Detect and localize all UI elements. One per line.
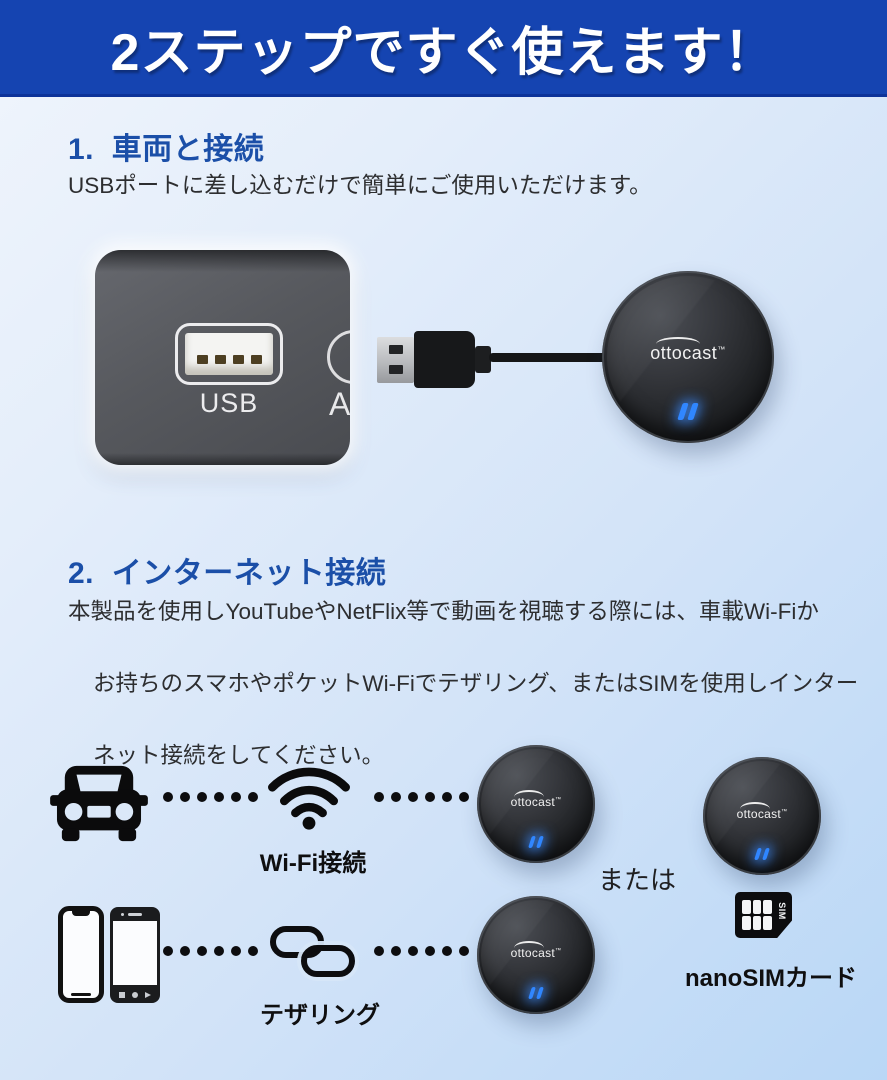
- led-indicator: [477, 986, 595, 999]
- dot: [163, 792, 173, 802]
- usb-plug-neck: [475, 346, 491, 373]
- dot: [459, 792, 469, 802]
- step1-heading: 1. 車両と接続: [68, 133, 265, 166]
- usb-port-label: USB: [199, 388, 259, 418]
- dot: [374, 946, 384, 956]
- dot: [248, 946, 258, 956]
- dot: [408, 946, 418, 956]
- logo-arc: [740, 801, 770, 809]
- phone-nav-button: [119, 992, 125, 998]
- aux-circle-outline: [327, 330, 350, 384]
- phone-homebar: [71, 993, 91, 996]
- logo-arc: [656, 337, 700, 344]
- dot: [231, 792, 241, 802]
- phone-notch: [72, 910, 90, 916]
- dot: [425, 792, 435, 802]
- car-icon: [50, 765, 148, 842]
- android-phone-icon: [110, 907, 160, 1003]
- ottocast-logo: ottocast™: [602, 337, 774, 364]
- dot: [197, 946, 207, 956]
- dotted-connector: [374, 792, 469, 802]
- phone-speaker: [128, 913, 142, 916]
- dot: [231, 946, 241, 956]
- logo-arc: [514, 789, 544, 797]
- phone-camera: [121, 913, 124, 916]
- sim-contact-pads: [742, 900, 772, 930]
- phone-screen: [113, 921, 157, 985]
- ottocast-device: ottocast™: [477, 745, 595, 863]
- dot: [391, 946, 401, 956]
- dot: [442, 792, 452, 802]
- iphone-icon: [58, 906, 104, 1003]
- usb-plug-hole: [389, 345, 403, 354]
- dot: [442, 946, 452, 956]
- dot: [214, 792, 224, 802]
- usb-pin: [197, 355, 208, 364]
- sim-chip-text: SIM: [777, 902, 788, 920]
- ottocast-device: ottocast™: [602, 271, 774, 443]
- chain-link: [301, 945, 355, 977]
- nanosim-label: nanoSIMカード: [685, 965, 857, 992]
- banner-title: 2ステップですぐ使えます！: [110, 23, 777, 82]
- dot: [197, 792, 207, 802]
- usb-plug-icon: [377, 337, 414, 383]
- led-indicator: [602, 403, 774, 421]
- phone-nav-button: [145, 992, 151, 998]
- sim-card-icon: SIM: [735, 892, 792, 938]
- tethering-label: テザリング: [260, 1002, 380, 1029]
- dot: [408, 792, 418, 802]
- dot: [459, 946, 469, 956]
- dot: [163, 946, 173, 956]
- tethering-link-icon: [270, 926, 356, 978]
- dot: [180, 946, 190, 956]
- usb-port-connector: [185, 333, 273, 375]
- step1-description: USBポートに差し込むだけで簡単にご使用いただけます。: [68, 173, 652, 198]
- dot: [180, 792, 190, 802]
- dot: [374, 792, 384, 802]
- usb-pin: [251, 355, 262, 364]
- ottocast-logo: ottocast™: [703, 801, 821, 821]
- dotted-connector: [163, 792, 258, 802]
- led-indicator: [703, 847, 821, 860]
- aux-partial-label: A: [329, 386, 350, 422]
- usb-cable: [489, 353, 611, 362]
- or-label: または: [598, 865, 677, 895]
- usb-plug-body: [414, 331, 475, 388]
- car-usb-port-photo: USB A: [95, 250, 350, 465]
- phone-nav-button: [132, 992, 138, 998]
- wifi-connection-label: Wi-Fi接続: [259, 850, 367, 877]
- banner: 2ステップですぐ使えます！: [0, 0, 887, 97]
- dot: [425, 946, 435, 956]
- chain-link: [270, 926, 324, 958]
- ottocast-logo: ottocast™: [477, 789, 595, 809]
- dot: [214, 946, 224, 956]
- led-indicator: [477, 835, 595, 848]
- ottocast-logo: ottocast™: [477, 940, 595, 960]
- usb-plug-hole: [389, 365, 403, 374]
- logo-arc: [514, 940, 544, 948]
- ottocast-device: ottocast™: [703, 757, 821, 875]
- step2-heading: 2. インターネット接続: [68, 557, 387, 590]
- dotted-connector: [163, 946, 258, 956]
- dot: [248, 792, 258, 802]
- usb-pin: [215, 355, 226, 364]
- usb-pin: [233, 355, 244, 364]
- usb-port-outline: [175, 323, 283, 385]
- wifi-icon: [268, 767, 350, 830]
- dotted-connector: [374, 946, 469, 956]
- step2-description: 本製品を使用しYouTubeやNetFlix等で動画を視聴する際には、車載Wi-…: [68, 599, 859, 768]
- ottocast-device: ottocast™: [477, 896, 595, 1014]
- dot: [391, 792, 401, 802]
